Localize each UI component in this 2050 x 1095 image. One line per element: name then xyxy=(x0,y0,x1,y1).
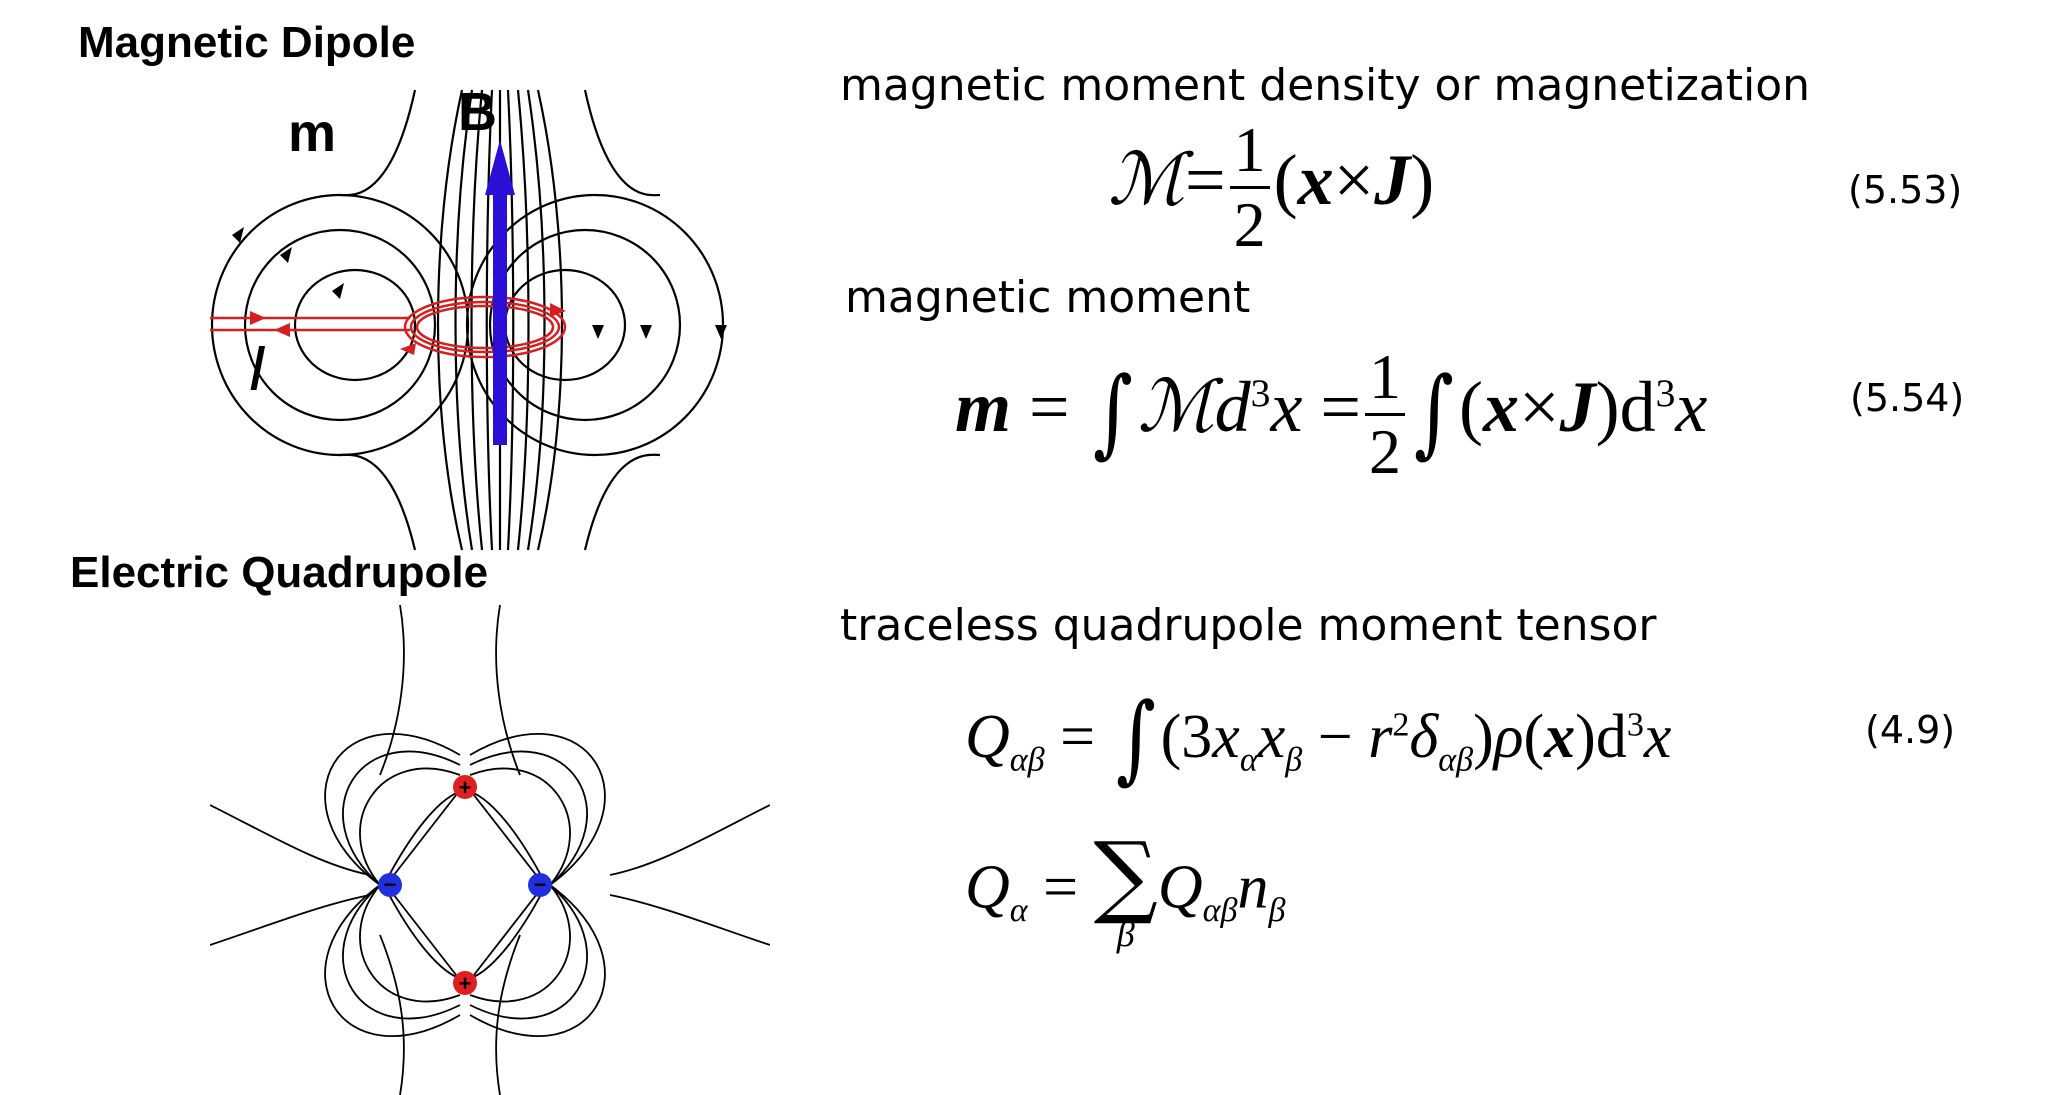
eq-49-caption: traceless quadrupole moment tensor xyxy=(840,600,1657,651)
positive-charge-bottom xyxy=(453,971,477,995)
magnetic-dipole-title: Magnetic Dipole xyxy=(78,18,416,67)
eq-49: Qαβ = ∫(3xαxβ − r2δαβ)ρ(x)d3x xyxy=(965,682,1672,794)
eq-49-number: (4.9) xyxy=(1865,708,1956,752)
electric-quadrupole-figure: + + − − xyxy=(210,605,770,1095)
electric-quadrupole-title: Electric Quadrupole xyxy=(70,548,489,597)
positive-sign-top: + xyxy=(459,775,472,800)
negative-charge-left xyxy=(378,873,402,897)
label-I: I xyxy=(248,332,266,404)
negative-sign-right: − xyxy=(534,872,547,897)
field-arrows xyxy=(232,227,727,339)
negative-charge-right xyxy=(528,873,552,897)
eq-554-number: (5.54) xyxy=(1850,376,1965,420)
moment-arrow-head xyxy=(485,140,515,195)
eq-554-caption: magnetic moment xyxy=(845,272,1251,323)
label-m: m xyxy=(288,103,336,163)
eq-553-caption: magnetic moment density or magnetization xyxy=(840,60,1811,111)
label-B: B xyxy=(458,85,497,142)
magnetic-dipole-figure: m B I xyxy=(210,85,727,551)
positive-sign-bottom: + xyxy=(459,971,472,996)
eq-553-number: (5.53) xyxy=(1848,168,1963,212)
positive-charge-top xyxy=(453,775,477,799)
negative-sign-left: − xyxy=(384,872,397,897)
current-wire xyxy=(210,295,567,359)
quadrupole-field-lines xyxy=(210,605,770,1095)
